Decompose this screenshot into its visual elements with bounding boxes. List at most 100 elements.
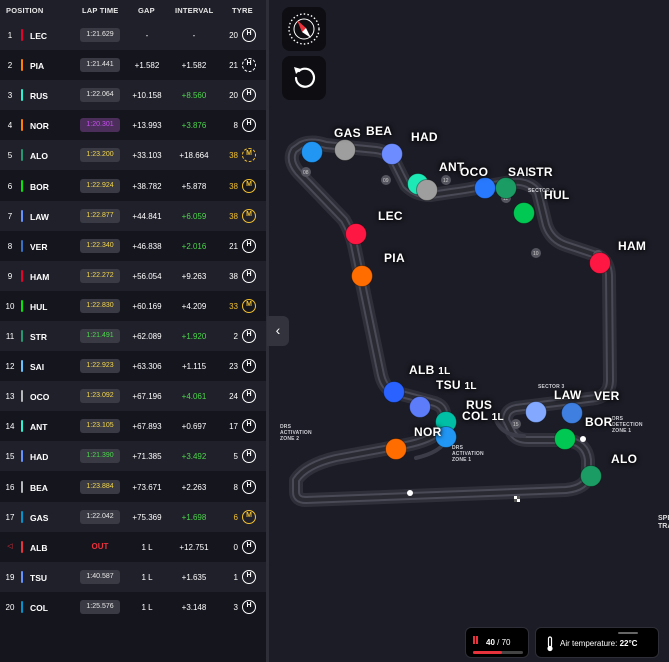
interval: +6.059 <box>181 211 207 221</box>
tyre-compound-icon: H <box>242 58 256 73</box>
lap-time: 1:22.272 <box>80 268 120 283</box>
car-marker-pia[interactable] <box>351 265 373 287</box>
car-label-ham[interactable]: HAM <box>618 239 646 253</box>
car-label-alb[interactable]: ALB 1L <box>409 363 450 377</box>
compass-button[interactable] <box>282 7 326 51</box>
driver-position: 3 <box>7 91 13 101</box>
driver-code: BEA <box>30 482 48 493</box>
driver-code: RUS <box>30 91 48 102</box>
lap-time: 1:22.924 <box>80 178 120 193</box>
interval: +5.878 <box>181 181 207 191</box>
car-marker-oco[interactable] <box>416 179 438 201</box>
car-marker-hul[interactable] <box>513 202 535 224</box>
tyre-compound-icon: M <box>242 208 256 223</box>
car-label-tsu[interactable]: TSU 1L <box>436 378 477 392</box>
car-marker-law[interactable] <box>525 401 547 423</box>
driver-code: LEC <box>30 31 47 41</box>
reset-view-button[interactable] <box>282 56 326 100</box>
tyre-laps: 2 <box>233 332 238 341</box>
collapse-tower-button[interactable]: ‹ <box>267 316 289 346</box>
driver-position: 15 <box>5 452 15 462</box>
car-marker-gas[interactable] <box>301 141 323 163</box>
car-label-rus[interactable]: RUS <box>466 398 492 412</box>
team-color-bar <box>21 89 23 102</box>
team-color-bar <box>21 330 23 342</box>
driver-code: HUL <box>30 301 48 312</box>
air-temperature: Air temperature: 22°C <box>560 639 637 648</box>
car-label-alo[interactable]: ALO <box>611 452 637 466</box>
car-marker-str[interactable] <box>495 177 517 199</box>
car-marker-ham[interactable] <box>589 252 611 274</box>
tyre-compound-icon: H <box>242 479 256 494</box>
tyre-laps: 5 <box>233 452 238 462</box>
driver-position: 17 <box>5 512 15 522</box>
interval: +1.635 <box>181 572 207 582</box>
tyre-compound-icon: M <box>242 148 256 163</box>
car-label-ver[interactable]: VER <box>594 389 620 403</box>
interval: +9.263 <box>181 271 207 281</box>
header-interval: INTERVAL <box>175 6 214 15</box>
car-label-col[interactable]: COL 1L <box>462 409 504 423</box>
car-marker-alb[interactable] <box>383 381 405 403</box>
car-label-bor[interactable]: BOR <box>585 415 613 429</box>
car-marker-nor[interactable] <box>385 438 407 460</box>
turn-marker-08 <box>301 167 311 177</box>
gap: +13.993 <box>132 121 162 131</box>
car-code: HUL <box>544 188 570 202</box>
car-marker-alo[interactable] <box>580 465 602 487</box>
car-marker-bea[interactable] <box>334 139 356 161</box>
car-marker-lec[interactable] <box>345 223 367 245</box>
car-marker-had[interactable] <box>381 143 403 165</box>
car-label-ant[interactable]: ANT <box>439 160 465 174</box>
car-label-nor[interactable]: NOR <box>414 425 442 439</box>
car-code: COL <box>462 409 489 423</box>
car-label-bea[interactable]: BEA <box>366 124 392 138</box>
car-marker-tsu[interactable] <box>409 396 431 418</box>
track-map[interactable]: 08 09 10 11 12 13 15 DRS ACTIVATION ZONE… <box>266 0 669 662</box>
gap: +33.103 <box>132 151 162 161</box>
interval: +1.698 <box>181 512 207 522</box>
car-marker-col[interactable] <box>435 426 457 448</box>
driver-code: HAD <box>30 452 49 463</box>
tyre-laps: 6 <box>233 512 238 522</box>
car-marker-bor[interactable] <box>554 428 576 450</box>
car-code: HAM <box>618 239 647 253</box>
car-marker-ver[interactable] <box>561 402 583 424</box>
tyre-compound-icon: H <box>242 569 256 584</box>
car-label-lec[interactable]: LEC <box>378 209 403 223</box>
car-label-hul[interactable]: HUL <box>544 188 570 202</box>
driver-code: ALO <box>30 151 48 162</box>
driver-position: 8 <box>7 241 13 251</box>
car-code: HAD <box>411 130 438 144</box>
car-label-str[interactable]: STR <box>528 165 553 179</box>
driver-code: VER <box>30 241 48 252</box>
car-label-had[interactable]: HAD <box>411 130 438 144</box>
car-label-gas[interactable]: GAS <box>334 126 361 140</box>
car-marker-sai[interactable] <box>474 177 496 199</box>
car-code: SAI <box>508 165 529 179</box>
car-label-sai[interactable]: SAI <box>508 165 529 179</box>
car-label-pia[interactable]: PIA <box>384 251 405 265</box>
car-label-oco[interactable]: OCO <box>460 165 488 179</box>
car-label-law[interactable]: LAW <box>554 388 582 402</box>
